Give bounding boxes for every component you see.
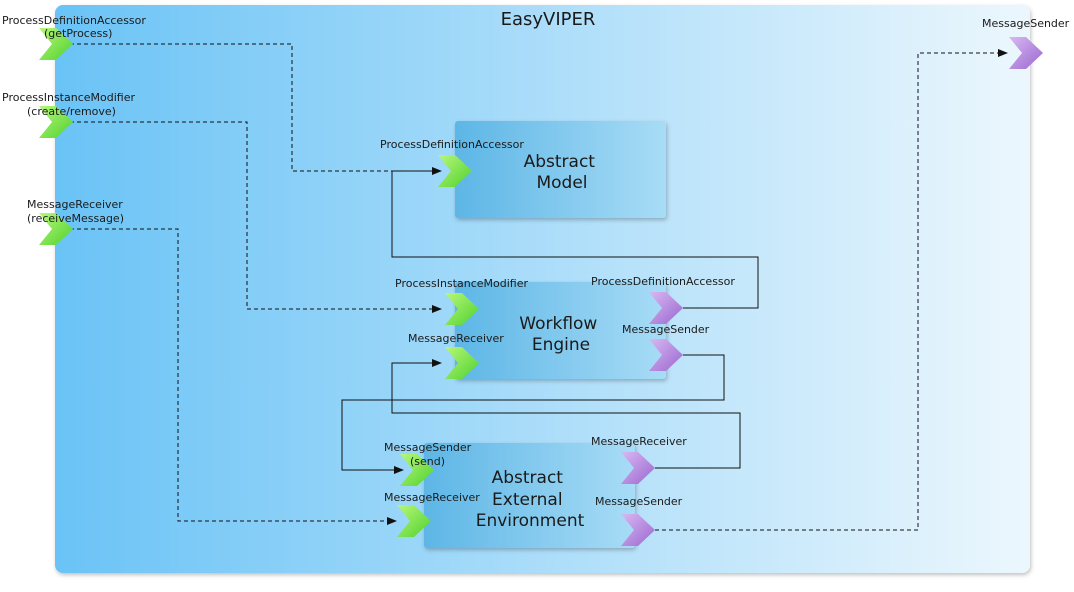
- port-label: MessageSender: [595, 495, 683, 508]
- svg-text:Abstract Model: Abstract Model: [524, 152, 601, 193]
- connection-engine-sender-to-env: [341, 354, 725, 471]
- outer-port-sublabel: (receiveMessage): [27, 212, 124, 225]
- port-label: ProcessDefinitionAccessor: [591, 275, 735, 288]
- env-port-message-receiver: [397, 505, 431, 537]
- engine-port-message-sender: [649, 339, 683, 371]
- outer-port-message-receiver: [39, 213, 73, 245]
- component-name: External: [492, 490, 563, 510]
- outer-port-message-sender: [1009, 37, 1043, 69]
- outer-port-sublabel: (create/remove): [27, 105, 116, 118]
- connection-engine-to-model: [391, 170, 759, 309]
- port-label: ProcessInstanceModifier: [395, 277, 528, 290]
- port-label: MessageReceiver: [591, 435, 687, 448]
- engine-port-process-instance-modifier: [445, 293, 479, 325]
- outer-port-sublabel: (getProcess): [44, 27, 112, 40]
- diagram-title: EasyVIPER: [501, 9, 596, 30]
- connections: [70, 43, 1008, 531]
- component-name: Model: [536, 173, 587, 193]
- port-sublabel: (send): [410, 455, 445, 468]
- connection-message-receiver: [70, 228, 393, 522]
- outer-port-label: MessageSender: [982, 17, 1070, 30]
- port-label: MessageReceiver: [408, 332, 504, 345]
- port-label: MessageSender: [622, 323, 710, 336]
- env-port-message-receiver-out: [621, 452, 655, 484]
- model-port-process-definition-accessor: [438, 155, 472, 187]
- component-abstract-model: Abstract Model: [455, 121, 666, 218]
- connection-process-definition-accessor: [70, 43, 438, 172]
- port-labels: ProcessDefinitionAccessor (getProcess) P…: [2, 14, 1070, 508]
- component-name: Abstract: [492, 468, 564, 488]
- svg-text:Abstract External: Abstract External Environment: [476, 468, 585, 531]
- component-workflow-engine: Workflow Engine: [455, 282, 666, 379]
- engine-port-process-definition-accessor: [649, 292, 683, 324]
- component-name: Engine: [532, 335, 590, 355]
- connection-env-to-engine-receiver: [391, 362, 741, 469]
- svg-text:Workflow Engine: Workflow Engine: [519, 314, 602, 355]
- outer-port-process-instance-modifier: [39, 106, 73, 138]
- component-abstract-external-environment: Abstract External Environment: [424, 443, 635, 548]
- component-name: Environment: [476, 511, 585, 531]
- outer-port-label: ProcessDefinitionAccessor: [2, 14, 146, 27]
- component-name: Workflow: [519, 314, 597, 334]
- component-name: Abstract: [524, 152, 596, 172]
- outer-port-process-definition-accessor: [39, 28, 73, 60]
- port-label: MessageReceiver: [384, 491, 480, 504]
- engine-port-message-receiver: [445, 347, 479, 379]
- env-port-message-sender-send: [400, 454, 434, 486]
- ports: [39, 28, 1043, 546]
- port-label: ProcessDefinitionAccessor: [380, 138, 524, 151]
- outer-port-label: MessageReceiver: [27, 198, 123, 211]
- port-label: MessageSender: [384, 441, 472, 454]
- env-port-message-sender-out: [621, 514, 655, 546]
- outer-port-label: ProcessInstanceModifier: [2, 91, 135, 104]
